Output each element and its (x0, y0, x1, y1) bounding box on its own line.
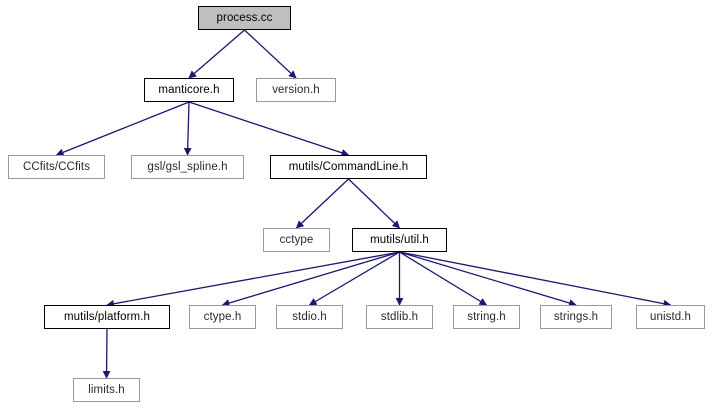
graph-node-process[interactable]: process.cc (198, 6, 291, 30)
graph-node-cctype[interactable]: cctype (263, 228, 330, 252)
graph-node-version[interactable]: version.h (256, 78, 336, 102)
edge-process-to-version (244, 29, 297, 79)
edge-commandline-to-cctype (295, 178, 349, 229)
edge-manticore-to-gslspline (183, 101, 192, 156)
graph-node-limits[interactable]: limits.h (73, 378, 140, 402)
edge-manticore-to-commandline (188, 101, 350, 157)
graph-node-unistd[interactable]: unistd.h (636, 305, 705, 329)
edge-utilh-to-unistd (399, 251, 672, 308)
graph-node-manticore[interactable]: manticore.h (144, 78, 234, 102)
graph-node-ctype[interactable]: ctype.h (189, 305, 256, 329)
graph-node-platform[interactable]: mutils/platform.h (44, 305, 170, 329)
edge-process-to-manticore (188, 29, 245, 79)
edge-manticore-to-ccfits (55, 101, 190, 157)
edge-utilh-to-platform (106, 251, 400, 308)
graph-node-ccfits[interactable]: CCfits/CCfits (8, 155, 105, 179)
graph-node-commandline[interactable]: mutils/CommandLine.h (270, 155, 427, 179)
graph-node-strings[interactable]: strings.h (540, 305, 612, 329)
edge-platform-to-limits (102, 328, 111, 379)
edge-utilh-to-ctype (221, 251, 400, 307)
graph-node-stdio[interactable]: stdio.h (276, 305, 343, 329)
graph-node-gslspline[interactable]: gsl/gsl_spline.h (131, 155, 244, 179)
graph-node-string[interactable]: string.h (453, 305, 520, 329)
edge-commandline-to-utilh (348, 178, 401, 229)
graph-node-utilh[interactable]: mutils/util.h (352, 228, 447, 252)
edge-utilh-to-string (399, 251, 488, 306)
edge-utilh-to-stdio (308, 251, 400, 306)
edge-utilh-to-strings (399, 251, 577, 307)
graph-node-stdlib[interactable]: stdlib.h (366, 305, 433, 329)
